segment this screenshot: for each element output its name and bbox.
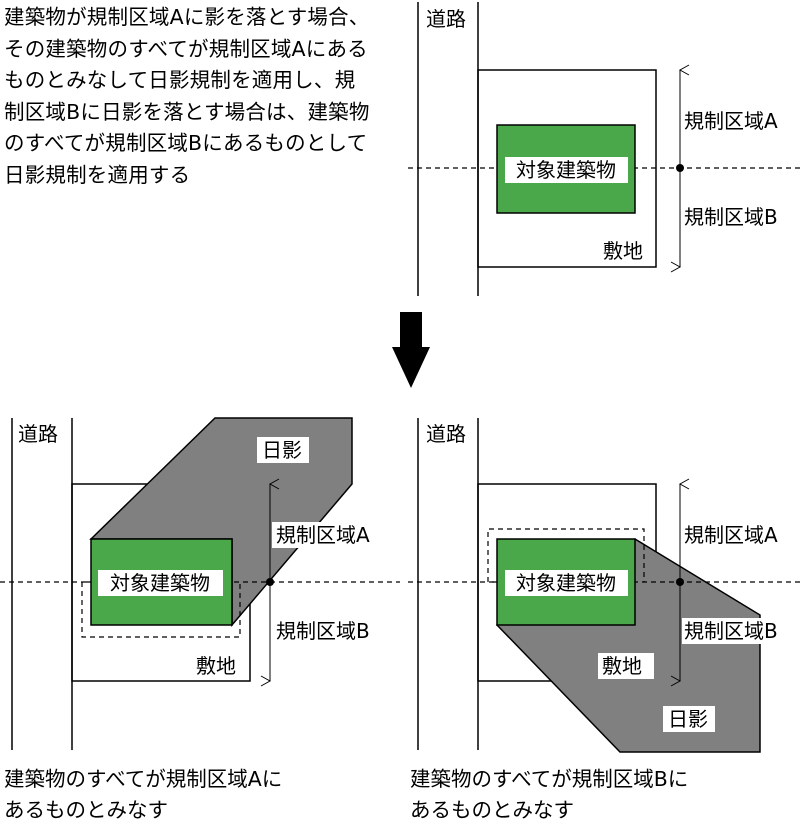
- zone-boundary-point: [676, 578, 684, 586]
- zone-a-label-bg: [272, 522, 390, 548]
- shadow-label-bg: [663, 706, 715, 732]
- right-caption: 建築物のすべてが規制区域Bに あるものとみなす: [410, 764, 688, 826]
- zone-a-label: 規制区域A: [684, 523, 778, 547]
- site-label: 敷地: [602, 654, 642, 678]
- top-panel: 道路 対象建築物 規制区域A 規制区域B 敷地: [408, 2, 803, 296]
- left-panel: 道路 日影 対象建築物 規制区域A 規制区域B 敷地: [0, 417, 400, 750]
- left-caption-line1: 建築物のすべてが規制区域Aに: [4, 767, 283, 791]
- building-label-bg: [505, 570, 628, 596]
- left-caption-line2: あるものとみなす: [4, 798, 168, 822]
- building-label: 対象建築物: [516, 158, 616, 182]
- zone-b-label: 規制区域B: [684, 205, 778, 229]
- road-label: 道路: [426, 7, 466, 31]
- zone-b-label: 規制区域B: [276, 619, 370, 643]
- zone-b-label: 規制区域B: [684, 619, 778, 643]
- road-label: 道路: [18, 422, 58, 446]
- building-outline-dashed: [81, 581, 241, 638]
- site-label: 敷地: [603, 239, 643, 263]
- right-caption-line2: あるものとみなす: [410, 798, 574, 822]
- shadow-label-bg: [257, 437, 309, 463]
- building-label: 対象建築物: [110, 571, 210, 595]
- zone-boundary-point: [266, 578, 274, 586]
- zone-a-label: 規制区域A: [276, 523, 370, 547]
- building-label: 対象建築物: [516, 571, 616, 595]
- site-label: 敷地: [196, 654, 236, 678]
- right-caption-line1: 建築物のすべてが規制区域Bに: [410, 767, 689, 791]
- arrow-down-icon: [392, 312, 430, 388]
- right-panel: 道路 日影 対象建築物 規制区域A 規制区域B 敷地: [408, 418, 803, 753]
- shadow-label: 日影: [668, 707, 708, 731]
- road-label: 道路: [426, 422, 466, 446]
- building-outline-dashed: [487, 528, 645, 583]
- left-caption: 建築物のすべてが規制区域Aに あるものとみなす: [4, 764, 282, 826]
- building-label-bg: [98, 570, 223, 596]
- description-text: 建築物が規制区域Aに影を落とす場合、その建築物のすべてが規制区域Aにあるものとみ…: [4, 5, 370, 187]
- zone-b-label-bg: [682, 618, 800, 644]
- zone-boundary-point: [676, 164, 684, 172]
- building-label-bg: [505, 157, 628, 183]
- site-label-bg: [598, 653, 654, 679]
- shadow-label: 日影: [262, 438, 302, 462]
- zone-a-label: 規制区域A: [684, 109, 778, 133]
